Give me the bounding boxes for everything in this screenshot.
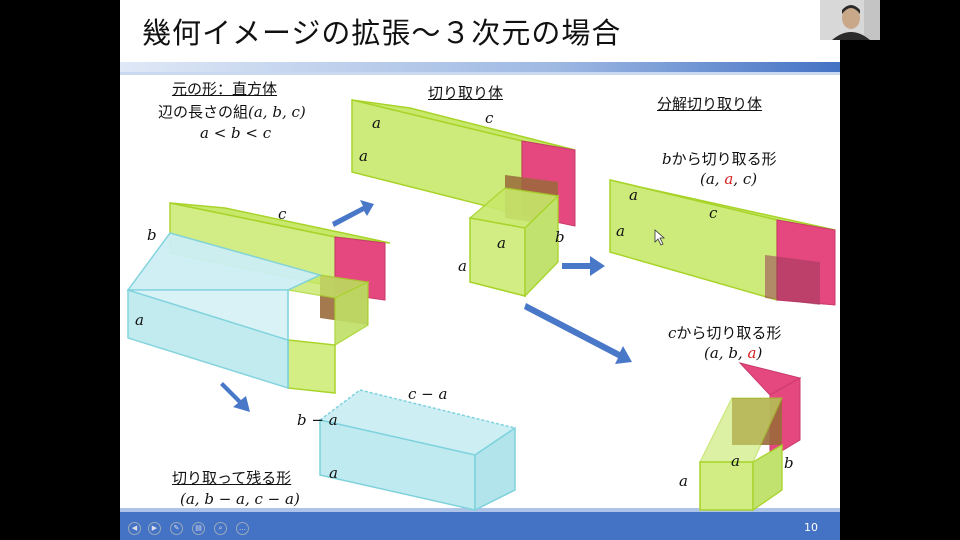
from-b-var: b [662,150,672,168]
from-b-label-a-side: a [616,222,625,240]
from-c-tuple-close: ) [756,344,763,362]
from-b-caption: bから切り取る形 [662,148,777,169]
slide-title: 幾何イメージの拡張～３次元の場合 [142,16,622,50]
presentation-slide: 幾何イメージの拡張～３次元の場合 元の形：直方体 辺の長さの組(a, b, c)… [120,0,840,540]
cut-label-a-top: a [372,114,381,132]
rem-label-a: a [329,464,338,482]
from-b-label-c: c [709,204,718,222]
from-c-var: c [668,324,677,342]
rem-label-b-minus-a: b − a [297,411,338,429]
cut-label-b: b [555,228,565,246]
page-number: 10 [804,521,818,534]
cut-label-a-side: a [359,147,368,165]
rem-label-c-minus-a: c − a [408,385,448,403]
inequality: a < b < c [200,124,272,142]
from-c-label-b: b [784,454,794,472]
from-b-tuple-close: , c) [733,170,758,188]
from-c-caption: cから切り取る形 [668,322,781,343]
more-icon[interactable]: … [236,522,249,535]
orig-label-c: c [278,205,287,223]
from-c-caption-text: から切り取る形 [676,324,782,342]
from-b-caption-text: から切り取る形 [671,150,777,168]
pen-icon[interactable]: ✎ [170,522,183,535]
slides-icon[interactable]: ▤ [192,522,205,535]
next-icon[interactable]: ▶ [148,522,161,535]
from-c-label-a-bottom: a [679,472,688,490]
webcam-thumbnail [820,0,880,40]
search-icon[interactable]: ⌕ [214,522,227,535]
from-b-tuple-red: a [724,170,734,188]
from-c-tuple-open: (a, b, [704,344,748,362]
from-b-tuple: (a, a, c) [700,170,757,188]
edge-tuple: (a, b, c) [248,103,306,121]
from-b-label-a-top: a [629,186,638,204]
remainder-heading: 切り取って残る形 [172,469,292,487]
orig-label-b: b [147,226,157,244]
edge-caption-text: 辺の長さの組 [158,103,249,121]
cut-label-c: c [485,109,494,127]
from-c-tuple-red: a [747,344,757,362]
cut-label-a-bottom: a [458,257,467,275]
cut-label-a-front: a [497,234,506,252]
orig-label-a: a [135,311,144,329]
decomposed-heading: 分解切り取り体 [657,95,763,113]
remainder-tuple: (a, b − a, c − a) [180,490,300,508]
prev-icon[interactable]: ◀ [128,522,141,535]
original-heading: 元の形：直方体 [172,80,278,98]
presenter-avatar [820,0,880,40]
from-b-tuple-open: (a, [700,170,725,188]
from-c-label-a-front: a [731,452,740,470]
cut-body-heading: 切り取り体 [428,84,504,102]
from-c-tuple: (a, b, a) [704,344,762,362]
edge-caption: 辺の長さの組(a, b, c) [158,101,306,122]
